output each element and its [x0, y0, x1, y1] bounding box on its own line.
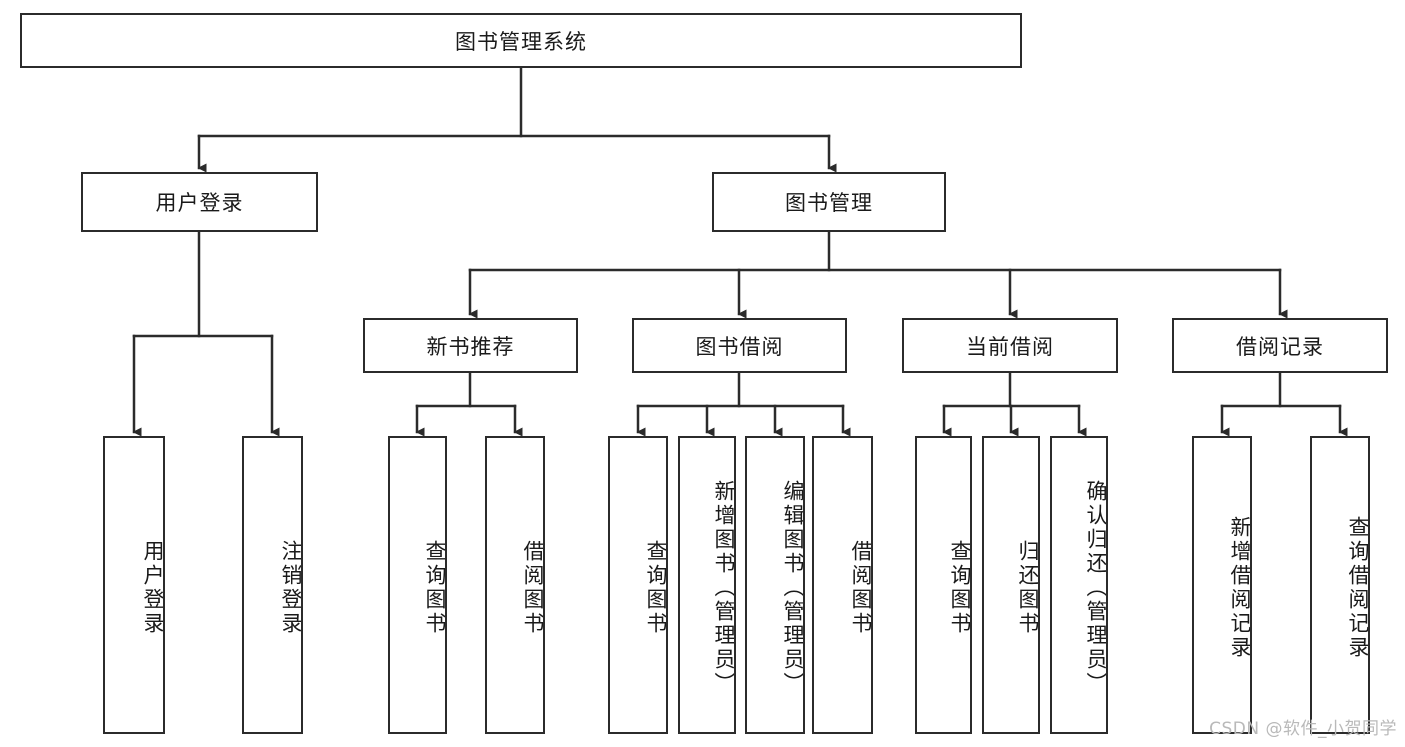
node-current-borrow[interactable]: 当前借阅: [902, 318, 1118, 373]
node-leaf-add-borrow-record[interactable]: 新增借阅记录: [1192, 436, 1252, 734]
node-leaf-return-book[interactable]: 归还图书: [982, 436, 1040, 734]
node-book-borrow[interactable]: 图书借阅: [632, 318, 847, 373]
node-leaf-query-book-2[interactable]: 查询图书: [608, 436, 668, 734]
node-leaf-borrow-book-1[interactable]: 借阅图书: [485, 436, 545, 734]
node-leaf-add-book-admin[interactable]: 新增图书（管理员）: [678, 436, 736, 734]
node-leaf-user-login[interactable]: 用户登录: [103, 436, 165, 734]
node-borrow-record[interactable]: 借阅记录: [1172, 318, 1388, 373]
node-user-login[interactable]: 用户登录: [81, 172, 318, 232]
node-leaf-borrow-book-2[interactable]: 借阅图书: [812, 436, 873, 734]
node-leaf-confirm-return-admin[interactable]: 确认归还（管理员）: [1050, 436, 1108, 734]
csdn-watermark: CSDN @软件_小贺同学: [1209, 719, 1397, 739]
node-leaf-query-borrow-record[interactable]: 查询借阅记录: [1310, 436, 1370, 734]
node-new-book-recommend[interactable]: 新书推荐: [363, 318, 578, 373]
node-leaf-logout-login[interactable]: 注销登录: [242, 436, 303, 734]
node-book-manage[interactable]: 图书管理: [712, 172, 946, 232]
node-leaf-query-book-3[interactable]: 查询图书: [915, 436, 972, 734]
node-leaf-edit-book-admin[interactable]: 编辑图书（管理员）: [745, 436, 805, 734]
node-leaf-query-book-1[interactable]: 查询图书: [388, 436, 447, 734]
node-root[interactable]: 图书管理系统: [20, 13, 1022, 68]
